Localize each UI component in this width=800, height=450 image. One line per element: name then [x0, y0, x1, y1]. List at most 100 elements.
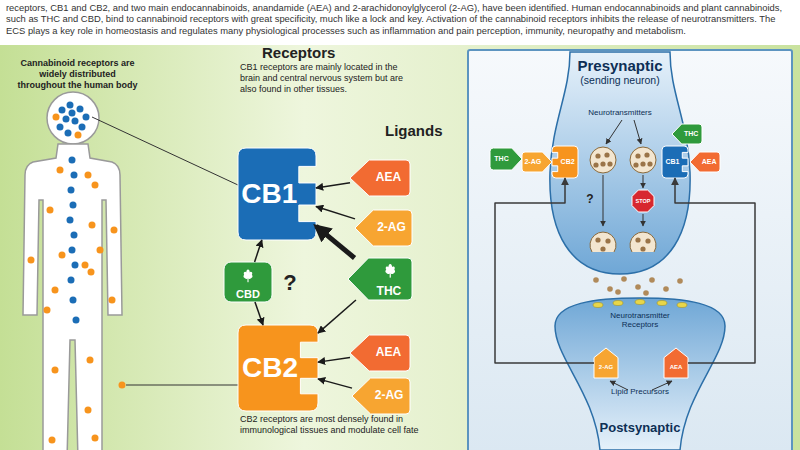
- node-label: THC: [684, 130, 698, 138]
- graphic-part: [28, 257, 35, 264]
- graphic-part: [87, 357, 94, 364]
- graphic-part: [71, 232, 78, 239]
- ligand-arrow: THC: [490, 148, 522, 170]
- graphic-part: [672, 124, 702, 144]
- receptor-shape: CB1: [662, 146, 688, 178]
- graphic-part: [490, 148, 522, 170]
- graphic-part: [119, 382, 126, 389]
- node-label: CB2: [561, 158, 575, 166]
- caption-text: receptors, CB1 and CB2, and two main end…: [6, 2, 794, 36]
- graphic-part: [606, 120, 622, 144]
- binding-arrow: [316, 183, 350, 188]
- graphic-part: [635, 153, 640, 158]
- graphic-part: [607, 161, 612, 166]
- ligand-arrow: 2-AG: [594, 348, 618, 378]
- graphic-part: [350, 335, 410, 371]
- node-label: AEA: [670, 364, 683, 371]
- graphic-part: [238, 148, 316, 240]
- binding-arrow: [255, 240, 262, 262]
- synapse-panel: [468, 50, 792, 450]
- graphic-part: [83, 114, 90, 121]
- graphic-part: [44, 307, 51, 314]
- question-mark: ?: [583, 192, 597, 206]
- graphic-part: [649, 277, 655, 283]
- graphic-part: [640, 246, 645, 251]
- presynaptic-neuron: Presynaptic(sending neuron)Neurotransmit…: [540, 52, 700, 274]
- graphic-part: [645, 238, 650, 243]
- graphic-part: [595, 153, 600, 158]
- graphic-part: [72, 262, 79, 269]
- graphic-part: [615, 289, 621, 295]
- receptor-shape: CB2: [552, 146, 578, 178]
- graphic-part: [69, 157, 76, 164]
- graphic-part: [68, 187, 75, 194]
- node-label: 2-AG: [599, 364, 613, 371]
- node-heading: (sending neuron): [580, 75, 659, 87]
- graphic-part: [57, 167, 64, 174]
- node-heading: Neurotransmitter Receptors: [605, 312, 675, 330]
- cb1-dots: [57, 102, 90, 324]
- graphic-part: [59, 107, 66, 114]
- graphic-part: [97, 247, 104, 254]
- graphic-part: [594, 348, 618, 378]
- node-label: CB1: [241, 178, 297, 209]
- graphic-part: [238, 325, 318, 411]
- graphic-part: [73, 317, 80, 324]
- graphic-part: [70, 297, 77, 304]
- graphic-part: [552, 146, 578, 178]
- node-label: STOP: [636, 198, 651, 204]
- graphic-part: [68, 277, 75, 284]
- graphic-part: [352, 378, 410, 414]
- node-label: AEA: [376, 346, 401, 359]
- graphic-part: [652, 381, 672, 390]
- vesicles: [590, 147, 656, 252]
- graphic-part: [82, 262, 89, 269]
- ligand-arrow: AEA: [690, 152, 720, 172]
- question-mark: ?: [281, 270, 299, 296]
- graphic-part: [607, 286, 613, 292]
- graphic-part: [600, 246, 605, 251]
- ligand-arrow: 2-AG: [522, 152, 552, 172]
- node-label: AEA: [376, 171, 401, 184]
- graphic-part: [657, 301, 667, 306]
- graphic-part: [246, 271, 253, 279]
- ligand-arrow: AEA: [350, 160, 410, 196]
- plant-ligand: THC: [348, 258, 412, 300]
- node-label: CBD: [236, 288, 260, 300]
- human-body: [23, 92, 126, 450]
- binding-arrow: [495, 178, 594, 363]
- graphic-part: [389, 266, 396, 274]
- graphic-part: [72, 118, 79, 125]
- graphic-part: [348, 258, 412, 300]
- ligand-arrow-outline: [594, 348, 618, 378]
- note-text: Cannabinoid receptors are widely distrib…: [15, 58, 140, 90]
- graphic-part: [70, 202, 77, 209]
- cb2-dots: [28, 114, 126, 444]
- graphic-part: [605, 238, 610, 243]
- node-label: CB1: [665, 158, 679, 166]
- receptor-shape: CB1: [238, 148, 316, 240]
- graphic-part: [224, 262, 272, 302]
- graphic-part: [630, 147, 656, 173]
- graphic-part: [89, 222, 96, 229]
- graphic-part: [350, 160, 410, 196]
- graphic-part: [71, 172, 78, 179]
- node-label: 2-AG: [524, 158, 541, 166]
- graphic-part: [600, 161, 605, 166]
- graphic-part: [593, 152, 652, 251]
- graphic-part: [613, 301, 623, 306]
- graphic-part: [634, 120, 641, 144]
- graphic-part: [111, 227, 118, 234]
- graphic-part: [663, 286, 669, 292]
- graphic-part: [522, 152, 552, 172]
- graphic-part: [247, 278, 248, 282]
- released-neurotransmitters: [593, 276, 683, 296]
- graphic-part: [109, 297, 116, 304]
- graphic-part: [590, 232, 616, 252]
- graphic-part: [92, 182, 99, 189]
- graphic-part: [49, 437, 56, 444]
- stop-sign: STOP: [632, 190, 654, 212]
- leaf-icon: [385, 264, 396, 278]
- ligand-arrow: AEA: [350, 335, 410, 371]
